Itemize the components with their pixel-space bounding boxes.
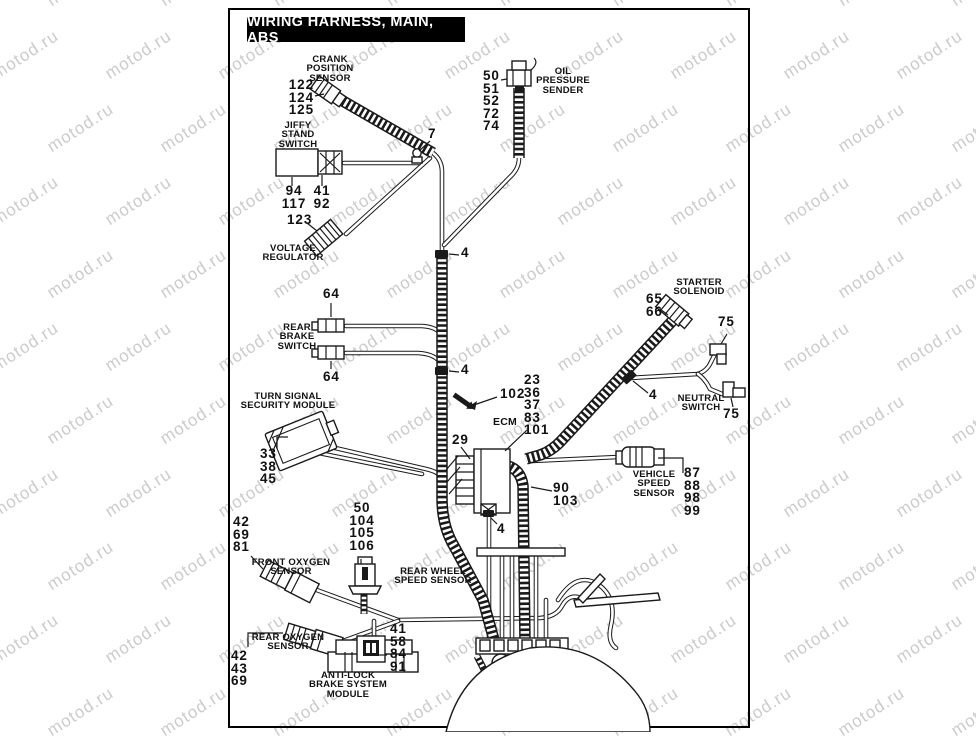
rear-oxygen-sensor-label: REAR OXYGEN SENSOR — [251, 632, 325, 653]
oil-pressure-sender-connector — [506, 57, 537, 91]
crank-position-sensor-label: CRANK POSITION SENSOR — [306, 54, 354, 84]
harness-pin-102 — [452, 392, 475, 410]
cable-tie-number-d: 4 — [497, 521, 506, 536]
harness-clip-number: 7 — [428, 126, 437, 141]
rear-brake-switch-connectors — [311, 318, 345, 360]
rear-brake-switch-number-top: 64 — [323, 286, 340, 301]
vehicle-speed-sensor-numbers: 87 88 98 99 — [684, 465, 701, 518]
neutral-switch-number-top: 75 — [718, 314, 735, 329]
front-oxygen-sensor-numbers: 42 69 81 — [233, 514, 250, 554]
anti-lock-brake-module — [327, 635, 419, 673]
jiffy-stand-switch-numbers-right: 41 92 — [313, 183, 331, 211]
cable-tie-number-c: 4 — [649, 387, 658, 402]
ecm-label: ECM — [493, 416, 517, 428]
ecm-assembly — [445, 448, 511, 516]
front-oxygen-sensor-connector — [259, 559, 321, 604]
turn-signal-security-module-label: TURN SIGNAL SECURITY MODULE — [240, 391, 336, 412]
starter-solenoid-label: STARTER SOLENOID — [673, 277, 725, 298]
rear-wheel-speed-sensor-connector — [347, 556, 383, 595]
voltage-regulator-connector — [303, 218, 344, 257]
rear-brake-switch-number-bottom: 64 — [323, 369, 340, 384]
crank-position-sensor-numbers: 122 124 125 — [288, 77, 314, 117]
turn-signal-security-module-numbers: 33 38 45 — [260, 446, 277, 486]
ecm-connector-number: 29 — [452, 432, 469, 447]
cable-tie-icons — [435, 250, 637, 517]
voltage-regulator-number: 123 — [287, 212, 313, 227]
crank-position-sensor-connector — [309, 74, 347, 108]
page-title: WIRING HARNESS, MAIN, ABS — [247, 14, 465, 46]
rear-wheel-speed-sensor-label: REAR WHEEL SPEED SENSOR — [394, 566, 472, 587]
leader-lines — [247, 78, 734, 656]
starter-solenoid-numbers: 65 66 — [646, 291, 663, 319]
harness-clip-7 — [411, 148, 423, 164]
vehicle-speed-sensor-connector — [615, 446, 665, 468]
main-connector-cluster — [445, 547, 661, 732]
oil-pressure-sender-numbers: 50 51 52 72 74 — [483, 68, 500, 133]
starter-solenoid-connector — [654, 293, 694, 330]
rear-brake-switch-label: REAR BRAKE SWITCH — [277, 322, 317, 352]
oil-pressure-sender-label: OIL PRESSURE SENDER — [536, 66, 590, 96]
voltage-regulator-label: VOLTAGE REGULATOR — [262, 243, 324, 264]
neutral-switch-terminals — [709, 343, 746, 398]
abs-module-label: ANTI-LOCK BRAKE SYSTEM MODULE — [309, 670, 387, 700]
cable-tie-number-a: 4 — [461, 245, 470, 260]
jiffy-stand-switch-numbers-left: 94 117 — [281, 183, 307, 211]
front-oxygen-sensor-label: FRONT OXYGEN SENSOR — [251, 557, 331, 578]
rear-oxygen-sensor-numbers: 42 43 69 — [231, 648, 248, 688]
neutral-switch-label: NEUTRAL SWITCH — [677, 393, 725, 414]
rear-wheel-speed-sensor-numbers: 50 104 105 106 — [349, 500, 375, 553]
vehicle-speed-sensor-label: VEHICLE SPEED SENSOR — [632, 469, 676, 499]
ecm-numbers: 23 36 37 83 101 — [524, 372, 550, 437]
vent-line-rod — [577, 572, 606, 605]
fuel-line-rod — [573, 592, 661, 608]
harness-pin-number: 102 — [500, 386, 526, 401]
neutral-switch-number-bottom: 75 — [723, 406, 740, 421]
jiffy-stand-switch-label: JIFFY STAND SWITCH — [278, 120, 318, 150]
ecm-conduit-numbers: 90 103 — [553, 480, 579, 508]
abs-module-numbers: 41 58 84 91 — [390, 621, 407, 674]
turn-signal-security-module — [264, 410, 340, 472]
jiffy-stand-switch-connector — [275, 148, 343, 177]
frame-tube-outline — [445, 646, 651, 732]
cable-tie-number-b: 4 — [461, 362, 470, 377]
